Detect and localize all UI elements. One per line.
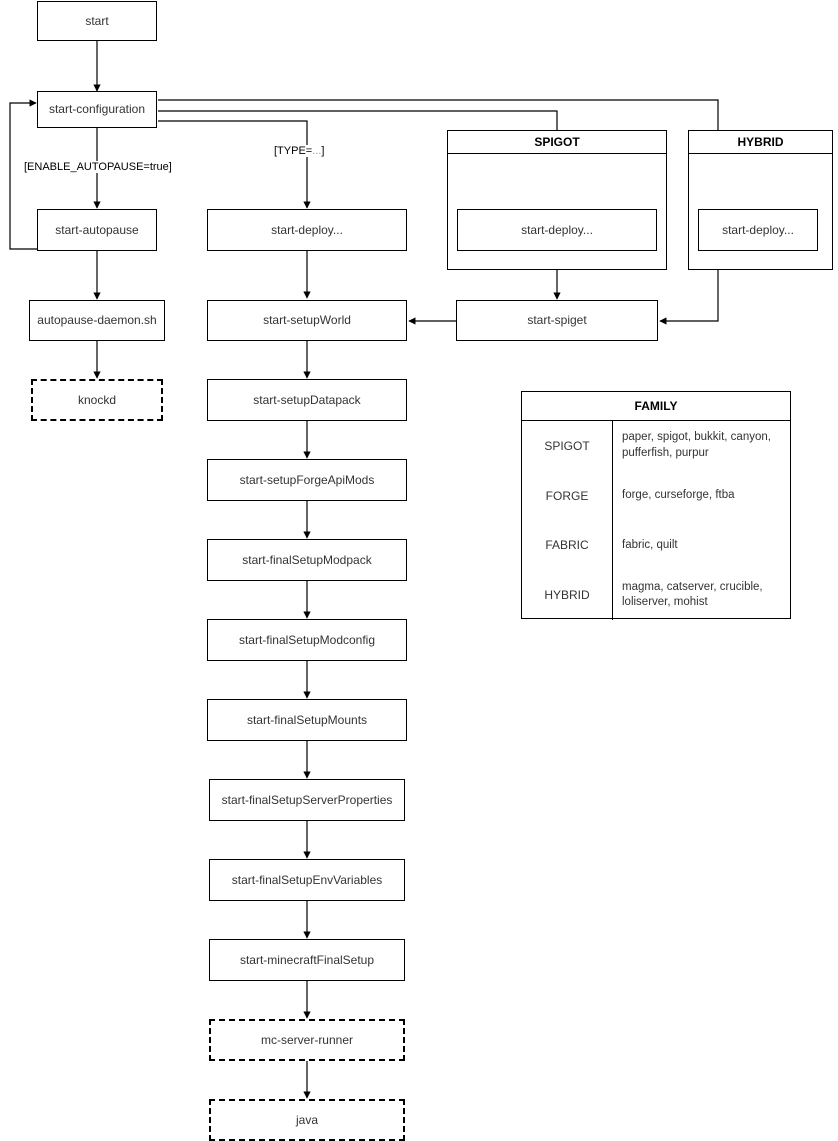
family-row-key: HYBRID	[544, 588, 590, 603]
family-row-value: magma, catserver, crucible, loliserver, …	[622, 580, 763, 609]
edge-label-enable-autopause: [ENABLE_AUTOPAUSE=true]	[22, 161, 174, 173]
node-start-setupworld[interactable]: start-setupWorld	[207, 300, 407, 341]
family-table: FAMILY SPIGOT paper, spigot, bukkit, can…	[521, 391, 791, 620]
node-start-finalsetupserverproperties[interactable]: start-finalSetupServerProperties	[209, 779, 405, 821]
edge-configuration-to-deploy-main	[158, 120, 311, 209]
family-table-row: HYBRID magma, catserver, crucible, lolis…	[522, 570, 790, 620]
node-start-deploy-hybrid[interactable]: start-deploy...	[698, 209, 818, 251]
edge-label-type-suffix: ]	[321, 145, 325, 157]
node-knockd[interactable]: knockd	[31, 379, 163, 421]
group-spigot-title: SPIGOT	[448, 131, 666, 154]
family-row-key: FABRIC	[545, 538, 589, 553]
node-start-spiget[interactable]: start-spiget	[456, 300, 658, 341]
edge-autopause-loop-to-configuration	[9, 99, 38, 250]
family-table-row: FABRIC fabric, quilt	[522, 521, 790, 571]
family-row-value: paper, spigot, bukkit, canyon, pufferfis…	[622, 431, 771, 459]
family-row-key: SPIGOT	[544, 438, 590, 453]
node-start-minecraftfinalsetup[interactable]: start-minecraftFinalSetup	[209, 939, 405, 981]
edge-label-type: [TYPE=...]	[272, 145, 327, 157]
node-mc-server-runner[interactable]: mc-server-runner	[209, 1019, 405, 1061]
family-table-body: SPIGOT paper, spigot, bukkit, canyon, pu…	[522, 421, 790, 620]
node-start[interactable]: start	[37, 1, 157, 41]
node-start-setupdatapack[interactable]: start-setupDatapack	[207, 379, 407, 421]
node-start-deploy-main[interactable]: start-deploy...	[207, 209, 407, 251]
node-start-finalsetupenvvariables[interactable]: start-finalSetupEnvVariables	[209, 859, 405, 901]
node-start-configuration[interactable]: start-configuration	[37, 91, 157, 128]
node-start-finalsetupmodpack[interactable]: start-finalSetupModpack	[207, 539, 407, 581]
node-autopause-daemon-sh[interactable]: autopause-daemon.sh	[29, 300, 165, 341]
group-hybrid-title: HYBRID	[689, 131, 832, 154]
family-table-column-divider	[612, 421, 613, 620]
edge-label-enable-autopause-text: [ENABLE_AUTOPAUSE=true]	[24, 161, 172, 173]
edge-label-type-prefix: [TYPE=	[274, 145, 313, 157]
family-row-value: forge, curseforge, ftba	[622, 488, 735, 501]
node-start-finalsetupmounts[interactable]: start-finalSetupMounts	[207, 699, 407, 741]
node-start-deploy-spigot[interactable]: start-deploy...	[457, 209, 657, 251]
node-java[interactable]: java	[209, 1099, 405, 1141]
family-table-header: FAMILY	[522, 392, 790, 421]
node-start-finalsetupmodconfig[interactable]: start-finalSetupModconfig	[207, 619, 407, 661]
node-start-autopause[interactable]: start-autopause	[37, 209, 157, 251]
family-table-row: SPIGOT paper, spigot, bukkit, canyon, pu…	[522, 421, 790, 471]
node-start-setupforgeapimods[interactable]: start-setupForgeApiMods	[207, 459, 407, 501]
family-row-key: FORGE	[545, 488, 589, 503]
edge-label-type-dots: ...	[312, 145, 322, 157]
family-table-row: FORGE forge, curseforge, ftba	[522, 471, 790, 521]
family-row-value: fabric, quilt	[622, 538, 678, 551]
